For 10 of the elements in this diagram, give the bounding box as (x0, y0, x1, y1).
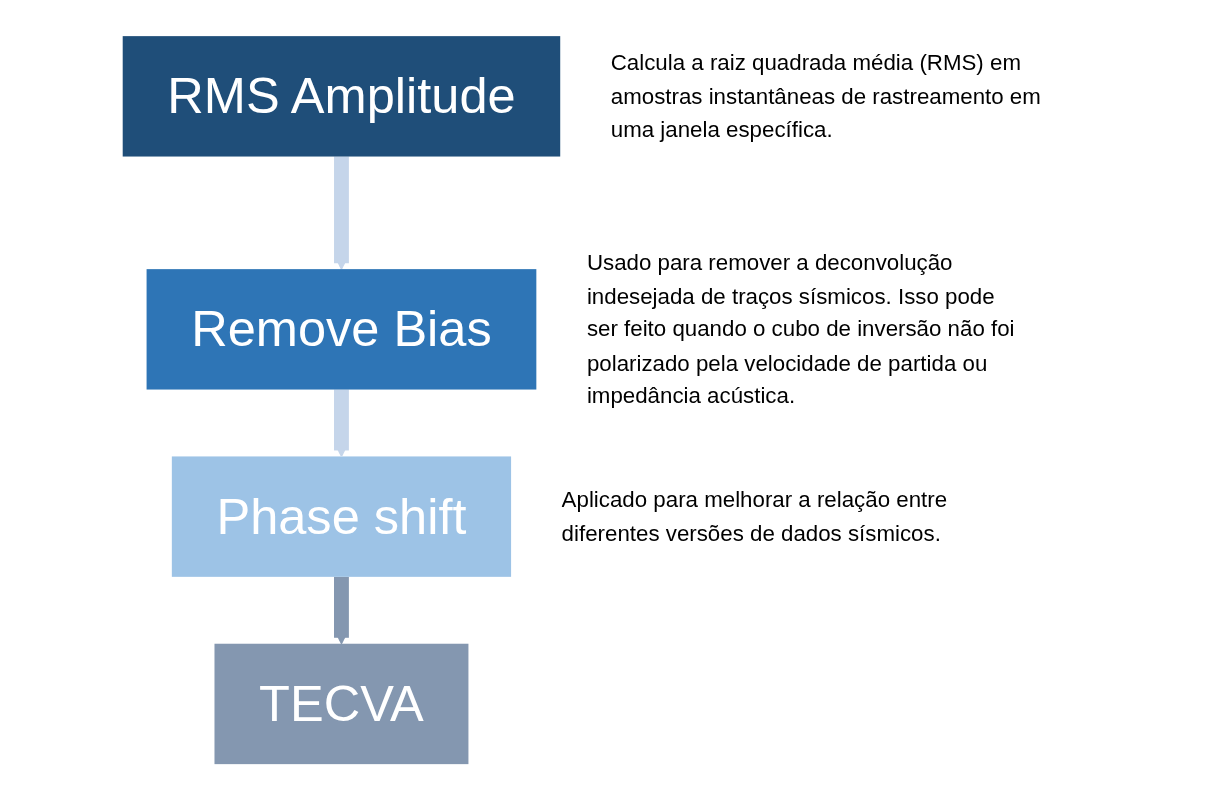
node-label: Aplicado para melhorar a relação entre diferentes versões de dados sísmicos. (561, 485, 948, 545)
node-box: Phase shift (171, 455, 512, 577)
node-label: Usado para remover a deconvolução indesejada de traços sísmicos. Isso pode ser feito quando o cubo de inversão não foi polarizado pela velocidade de partida ou impedância acústica. (586, 248, 1015, 408)
node-label: Calcula a raiz quadrada média (RMS) em amostras instantâneas de rastreamento em uma janela específica. (610, 48, 1041, 141)
node-box: Remove Bias (146, 268, 537, 390)
node-box: RMS Amplitude (122, 35, 561, 157)
node-box: TECVA (214, 643, 469, 764)
arrow (334, 156, 349, 270)
arrow (334, 389, 349, 457)
arrow (334, 576, 349, 644)
